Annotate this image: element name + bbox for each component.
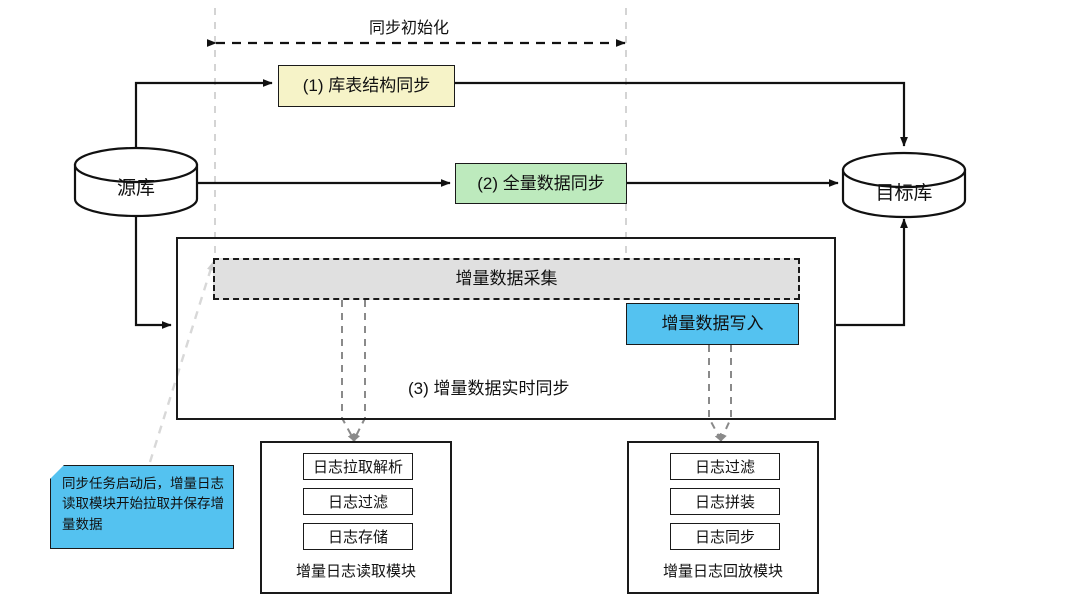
module-replay-item-1[interactable]: 日志拼装 bbox=[670, 488, 780, 515]
target-database-label: 目标库 bbox=[875, 183, 933, 204]
module-incremental-log-replay: 日志过滤 日志拼装 日志同步 增量日志回放模块 bbox=[627, 441, 819, 594]
sticky-note-text: 同步任务启动后，增量日志读取模块开始拉取并保存增量数据 bbox=[62, 476, 224, 532]
module-incremental-log-read: 日志拉取解析 日志过滤 日志存储 增量日志读取模块 bbox=[260, 441, 452, 594]
module-read-item-1[interactable]: 日志过滤 bbox=[303, 488, 413, 515]
sticky-note: 同步任务启动后，增量日志读取模块开始拉取并保存增量数据 bbox=[50, 465, 234, 549]
wire-source-to-step1 bbox=[134, 79, 273, 152]
module-replay-item-2[interactable]: 日志同步 bbox=[670, 523, 780, 550]
incremental-write-label: 增量数据写入 bbox=[661, 314, 764, 334]
step3-realtime-sync-container bbox=[176, 237, 836, 420]
incremental-capture-box[interactable]: 增量数据采集 bbox=[213, 258, 800, 300]
step1-schema-sync-box[interactable]: (1) 库表结构同步 bbox=[278, 65, 455, 107]
source-database: 源库 bbox=[75, 148, 197, 218]
wire-source-to-step3 bbox=[134, 212, 172, 329]
wire-step1-to-target bbox=[455, 81, 908, 147]
wire-step3-to-target bbox=[836, 218, 908, 327]
step2-full-data-sync-box[interactable]: (2) 全量数据同步 bbox=[455, 163, 627, 204]
step2-label: (2) 全量数据同步 bbox=[477, 173, 605, 193]
module-replay-title: 增量日志回放模块 bbox=[662, 563, 783, 580]
target-database: 目标库 bbox=[843, 153, 965, 223]
step1-label: (1) 库表结构同步 bbox=[302, 76, 431, 96]
module-read-title: 增量日志读取模块 bbox=[295, 563, 416, 580]
incremental-write-box[interactable]: 增量数据写入 bbox=[626, 303, 799, 345]
source-database-label: 源库 bbox=[116, 178, 155, 199]
step3-label: (3) 增量数据实时同步 bbox=[408, 379, 570, 398]
module-read-item-0[interactable]: 日志拉取解析 bbox=[303, 453, 413, 480]
incremental-capture-label: 增量数据采集 bbox=[455, 269, 558, 289]
module-replay-item-0[interactable]: 日志过滤 bbox=[670, 453, 780, 480]
module-read-item-2[interactable]: 日志存储 bbox=[303, 523, 413, 550]
sync-init-label: 同步初始化 bbox=[369, 20, 450, 37]
